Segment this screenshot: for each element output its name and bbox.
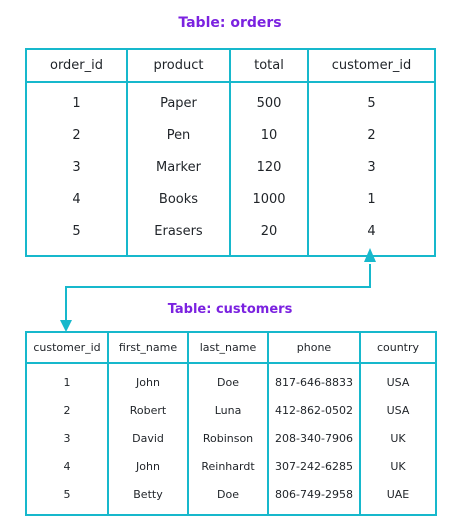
customers-cell-last-name: Doe xyxy=(187,363,268,396)
orders-table-title: Table: orders xyxy=(178,15,282,31)
customers-cell-first-name: John xyxy=(107,363,188,396)
orders-cell-total: 120 xyxy=(229,151,308,183)
orders-cell-product: Erasers xyxy=(126,215,230,256)
orders-cell-order-id: 1 xyxy=(72,95,81,111)
customers-row: 2 Robert Luna 412-862-0502 USA xyxy=(26,396,436,424)
customers-table-title: Table: customers xyxy=(167,302,293,317)
customers-row: 4 John Reinhardt 307-242-6285 UK xyxy=(26,452,436,480)
customers-header-first-name: first_name xyxy=(107,332,188,364)
orders-cell-total: 1000 xyxy=(229,183,308,215)
orders-cell-order-id: 4 xyxy=(72,191,81,207)
customers-cell-last-name: Reinhardt xyxy=(187,452,268,480)
orders-table: order_id product total customer_id 1 Pap… xyxy=(25,48,436,257)
foreign-key-connector-line xyxy=(65,264,371,326)
orders-cell-customer-id: 2 xyxy=(307,119,435,151)
arrow-head-up-icon xyxy=(364,248,376,262)
customers-cell-country: USA xyxy=(359,363,436,396)
customers-cell-first-name: Robert xyxy=(107,396,188,424)
customers-cell-last-name: Luna xyxy=(187,396,268,424)
customers-cell-customer-id: 2 xyxy=(63,403,71,417)
orders-cell-customer-id: 3 xyxy=(307,151,435,183)
customers-cell-first-name: John xyxy=(107,452,188,480)
customers-cell-customer-id: 4 xyxy=(63,459,71,473)
orders-header-product: product xyxy=(126,49,230,83)
customers-cell-country: UAE xyxy=(359,480,436,515)
orders-cell-product: Pen xyxy=(126,119,230,151)
orders-row: 5 Erasers 20 4 xyxy=(26,215,435,256)
customers-cell-customer-id: 1 xyxy=(63,375,71,389)
orders-cell-customer-id: 1 xyxy=(307,183,435,215)
orders-header-customer-id: customer_id xyxy=(307,49,435,83)
orders-cell-product: Books xyxy=(126,183,230,215)
orders-cell-total: 500 xyxy=(229,82,308,119)
customers-cell-phone: 817-646-8833 xyxy=(267,363,360,396)
customers-cell-first-name: David xyxy=(107,424,188,452)
customers-header-last-name: last_name xyxy=(187,332,268,364)
orders-cell-product: Marker xyxy=(126,151,230,183)
customers-cell-phone: 412-862-0502 xyxy=(267,396,360,424)
customers-header-phone: phone xyxy=(267,332,360,364)
orders-header-row: order_id product total customer_id xyxy=(26,49,435,83)
customers-header-country: country xyxy=(359,332,436,364)
customers-cell-customer-id: 3 xyxy=(63,431,71,445)
orders-cell-total: 20 xyxy=(229,215,308,256)
orders-cell-order-id: 3 xyxy=(72,159,81,175)
customers-row: 5 Betty Doe 806-749-2958 UAE xyxy=(26,480,436,515)
orders-row: 2 Pen 10 2 xyxy=(26,119,435,151)
orders-row: 4 Books 1000 1 xyxy=(26,183,435,215)
orders-cell-customer-id: 4 xyxy=(307,215,435,256)
customers-cell-last-name: Doe xyxy=(187,480,268,515)
customers-row: 1 John Doe 817-646-8833 USA xyxy=(26,363,436,396)
arrow-head-down-icon xyxy=(60,320,72,332)
customers-cell-first-name: Betty xyxy=(107,480,188,515)
orders-cell-product: Paper xyxy=(126,82,230,119)
orders-cell-total: 10 xyxy=(229,119,308,151)
customers-header-row: customer_id first_name last_name phone c… xyxy=(26,332,436,364)
customers-cell-phone: 806-749-2958 xyxy=(267,480,360,515)
customers-cell-phone: 307-242-6285 xyxy=(267,452,360,480)
orders-cell-customer-id: 5 xyxy=(307,82,435,119)
customers-row: 3 David Robinson 208-340-7906 UK xyxy=(26,424,436,452)
customers-table: customer_id first_name last_name phone c… xyxy=(25,331,437,516)
orders-header-order-id: order_id xyxy=(26,49,127,83)
orders-row: 1 Paper 500 5 xyxy=(26,82,435,119)
orders-cell-order-id: 5 xyxy=(72,223,81,239)
customers-cell-phone: 208-340-7906 xyxy=(267,424,360,452)
customers-cell-country: UK xyxy=(359,452,436,480)
customers-cell-country: USA xyxy=(359,396,436,424)
orders-row: 3 Marker 120 3 xyxy=(26,151,435,183)
customers-header-customer-id: customer_id xyxy=(26,332,108,364)
customers-cell-country: UK xyxy=(359,424,436,452)
orders-cell-order-id: 2 xyxy=(72,127,81,143)
customers-cell-last-name: Robinson xyxy=(187,424,268,452)
orders-header-total: total xyxy=(229,49,308,83)
customers-cell-customer-id: 5 xyxy=(63,487,71,501)
